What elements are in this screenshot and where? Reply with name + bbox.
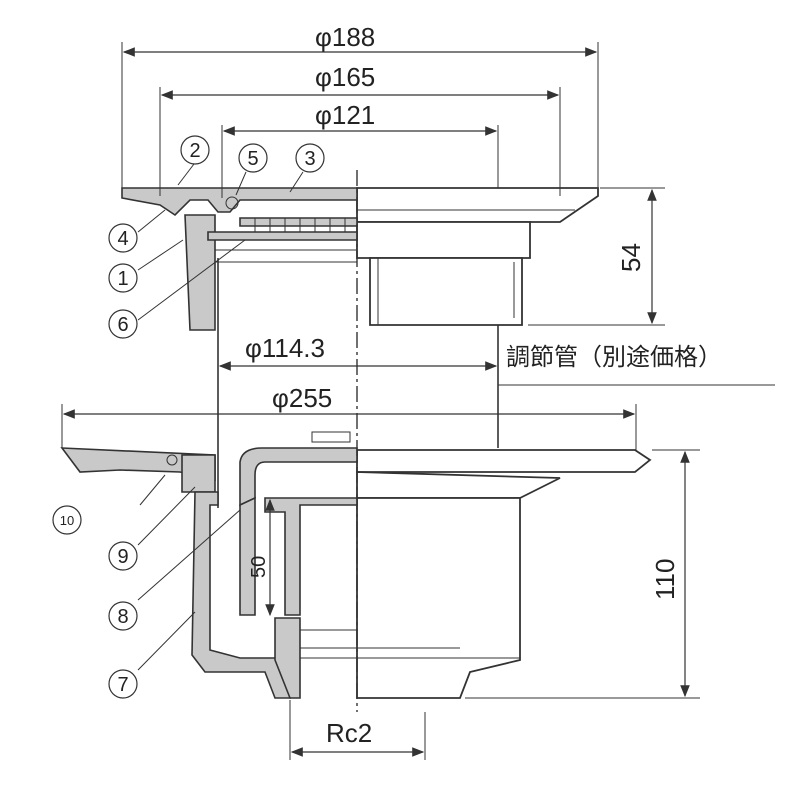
callout-7: 7 <box>108 669 138 699</box>
svg-text:9: 9 <box>117 546 128 568</box>
svg-text:3: 3 <box>304 148 315 170</box>
callout-6: 6 <box>108 309 138 339</box>
dim-188: φ188 <box>315 22 375 52</box>
dimension-lines <box>61 42 775 760</box>
dim-114-3: φ114.3 <box>245 333 325 363</box>
svg-text:5: 5 <box>247 148 258 170</box>
callout-8: 8 <box>108 601 138 631</box>
dim-rc2: Rc2 <box>326 718 372 748</box>
svg-text:8: 8 <box>117 606 128 628</box>
svg-text:6: 6 <box>117 314 128 336</box>
svg-text:2: 2 <box>189 140 200 162</box>
svg-text:10: 10 <box>60 513 74 528</box>
dimension-labels: φ188 φ165 φ121 φ114.3 φ255 54 110 50 Rc2… <box>243 22 722 748</box>
callout-2: 2 <box>180 135 210 165</box>
callout-3: 3 <box>295 143 325 173</box>
svg-text:4: 4 <box>117 228 128 250</box>
callout-4: 4 <box>108 223 138 253</box>
dim-54: 54 <box>616 243 646 272</box>
dim-50: 50 <box>248 556 270 578</box>
callout-9: 9 <box>108 541 138 571</box>
adjustment-pipe-note: 調節管（別途価格） <box>506 343 722 371</box>
dim-110: 110 <box>650 559 680 600</box>
svg-text:1: 1 <box>117 268 128 290</box>
dim-255: φ255 <box>272 383 332 413</box>
part-callouts: 2 5 3 4 1 6 10 9 <box>52 135 325 699</box>
svg-text:7: 7 <box>117 674 128 696</box>
dim-121: φ121 <box>315 100 375 130</box>
callout-10: 10 <box>52 505 82 535</box>
drain-body <box>60 187 652 699</box>
callout-5: 5 <box>238 143 268 173</box>
dim-165: φ165 <box>315 62 375 92</box>
callout-1: 1 <box>108 263 138 293</box>
